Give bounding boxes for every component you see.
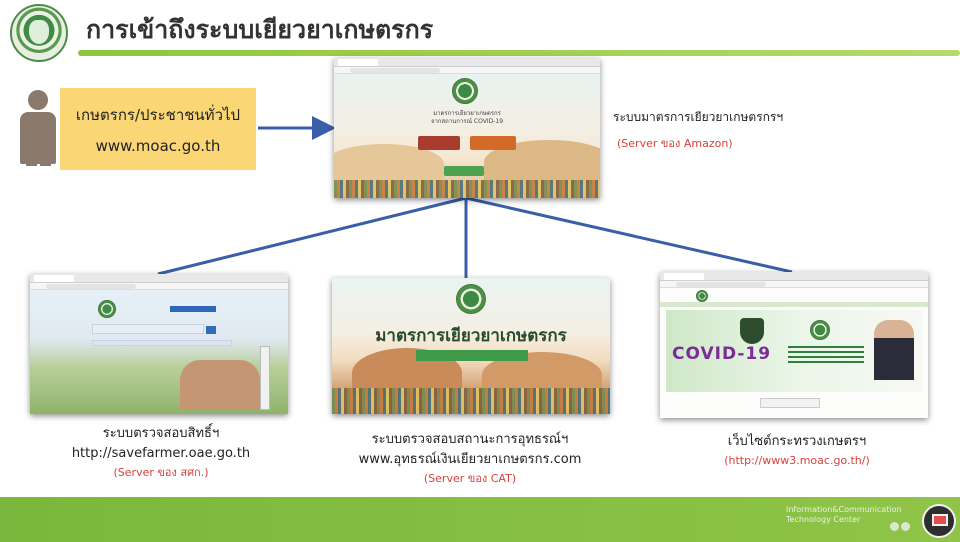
main-shot-heading-1: มาตรการเยียวยาเกษตรกร <box>433 110 501 117</box>
appeal-shot-heading: มาตรการเยียวยาเกษตรกร <box>375 326 567 346</box>
footer-dots-decoration <box>890 516 912 531</box>
user-type-label: เกษตรกร/ประชาชนทั่วไป <box>75 106 241 124</box>
appeal-url: www.อุทธรณ์เงินเยียวยาเกษตรกร.com <box>358 452 582 468</box>
footer-band <box>0 497 960 542</box>
appeal-title: ระบบตรวจสอบสถานะการอุทธรณ์ฯ <box>371 432 569 447</box>
header-underline <box>78 50 960 56</box>
user-entry-box: เกษตรกร/ประชาชนทั่วไป www.moac.go.th <box>60 88 256 170</box>
footer-line-2: Technology Center <box>786 515 861 525</box>
main-shot-heading-2: จากสถานการณ์ COVID-19 <box>430 118 504 125</box>
moac-website-title: เว็บไซต์กระทรวงเกษตรฯ <box>727 434 867 449</box>
appeal-system-screenshot: มาตรการเยียวยาเกษตรกร <box>332 278 610 414</box>
savefarmer-url: http://savefarmer.oae.go.th <box>71 446 251 462</box>
savefarmer-caption: ระบบตรวจสอบสิทธิ์ฯ http://savefarmer.oae… <box>66 424 256 481</box>
amazon-system-caption: ระบบมาตรการเยียวยาเกษตรกรฯ <box>613 110 784 124</box>
moac-website-caption: เว็บไซต์กระทรวงเกษตรฯ (http://www3.moac.… <box>702 432 892 469</box>
ministry-seal-logo <box>10 4 68 62</box>
savefarmer-screenshot <box>30 274 288 414</box>
ict-center-logo-icon <box>922 504 956 538</box>
appeal-server: (Server ของ CAT) <box>423 472 517 486</box>
appeal-caption: ระบบตรวจสอบสถานะการอุทธรณ์ฯ www.อุทธรณ์เ… <box>352 430 588 487</box>
page-title: การเข้าถึงระบบเยียวยาเกษตรกร <box>86 15 434 44</box>
savefarmer-title: ระบบตรวจสอบสิทธิ์ฯ <box>102 426 220 441</box>
moac-website-screenshot: COVID-19 <box>660 272 928 418</box>
amazon-server-label: (Server ของ Amazon) <box>617 137 733 150</box>
savefarmer-server: (Server ของ สศก.) <box>113 466 209 480</box>
moac-url-label: www.moac.go.th <box>95 137 221 155</box>
header-band <box>0 0 960 58</box>
footer-org-label: Information&Communication Technology Cen… <box>786 505 902 526</box>
amazon-system-screenshot: มาตรการเยียวยาเกษตรกร จากสถานการณ์ COVID… <box>334 58 600 198</box>
covid-banner-text: COVID-19 <box>672 344 772 364</box>
moac-website-url: (http://www3.moac.go.th/) <box>724 454 870 468</box>
footer-line-1: Information&Communication <box>786 505 902 514</box>
